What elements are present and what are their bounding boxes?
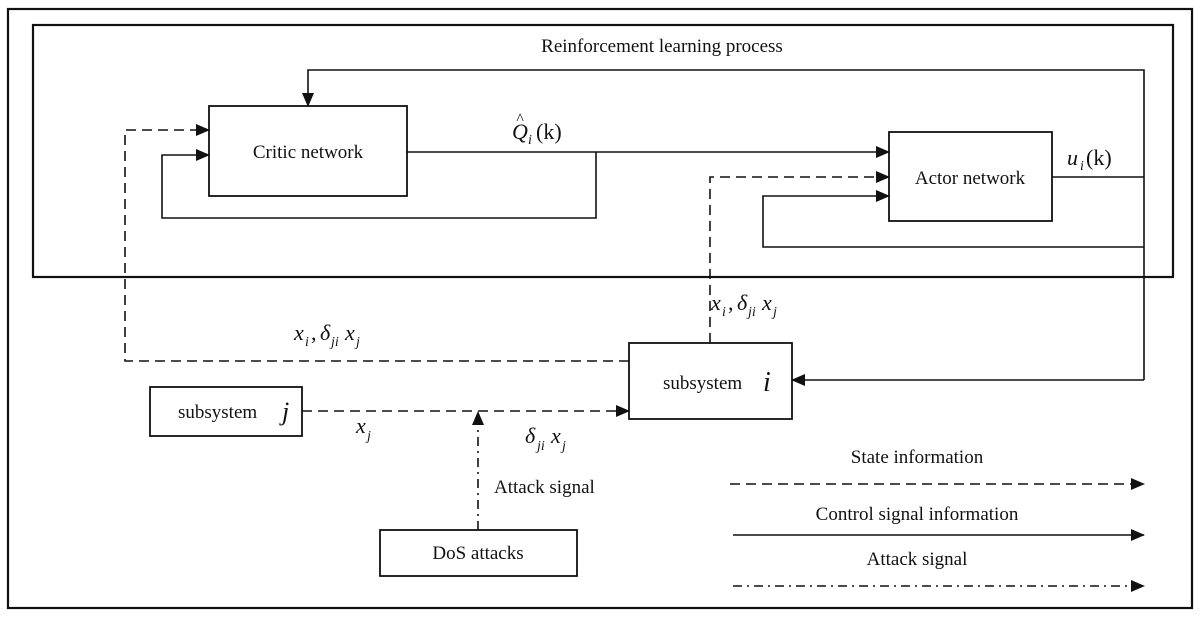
subsystem-j-label: subsystem j xyxy=(178,397,289,426)
svg-text:i: i xyxy=(528,133,532,148)
svg-text:subsystem: subsystem xyxy=(178,402,257,423)
svg-text:subsystem: subsystem xyxy=(663,373,742,394)
legend-label-attack: Attack signal xyxy=(867,549,968,570)
u-label: u i (k) xyxy=(1067,145,1112,174)
xj-label: x j xyxy=(355,413,371,444)
svg-text:(k): (k) xyxy=(1086,145,1112,170)
dos-attacks-label: DoS attacks xyxy=(432,543,523,564)
svg-text:ji: ji xyxy=(329,335,339,350)
critic-network-box xyxy=(208,105,408,197)
outer-frame xyxy=(6,7,1194,610)
subsystem-i-box xyxy=(628,342,793,420)
critic-network-label: Critic network xyxy=(253,142,364,163)
svg-text:^: ^ xyxy=(516,111,524,128)
svg-text:(k): (k) xyxy=(536,119,562,144)
state-to-critic-arrow xyxy=(124,124,629,362)
legend: State information Control signal informa… xyxy=(730,447,1145,592)
svg-text:j: j xyxy=(771,305,777,320)
svg-text:x: x xyxy=(761,290,772,315)
attack-signal-label: Attack signal xyxy=(494,477,595,498)
actor-state-label: x i , δ ji x j xyxy=(710,290,777,320)
legend-label-state: State information xyxy=(851,447,984,468)
svg-text:i: i xyxy=(1080,159,1084,174)
svg-text:,: , xyxy=(728,290,734,315)
svg-text:ji: ji xyxy=(535,439,545,454)
svg-text:ji: ji xyxy=(746,305,756,320)
actor-feedback-loop xyxy=(762,190,1144,248)
svg-text:,: , xyxy=(311,320,317,345)
svg-text:x: x xyxy=(344,320,355,345)
svg-text:j: j xyxy=(365,429,371,444)
svg-text:δ: δ xyxy=(737,290,748,315)
legend-label-control: Control signal information xyxy=(816,504,1019,525)
actor-network-label: Actor network xyxy=(915,168,1026,189)
svg-text:j: j xyxy=(560,439,566,454)
svg-text:i: i xyxy=(722,305,726,320)
state-to-actor-arrow xyxy=(709,171,890,343)
svg-text:x: x xyxy=(293,320,304,345)
svg-text:i: i xyxy=(305,335,309,350)
subsystem-i-label: subsystem i xyxy=(663,367,771,398)
critic-state-label: x i , δ ji x j xyxy=(293,320,360,350)
svg-text:x: x xyxy=(550,423,561,448)
dos-attacks-box xyxy=(379,529,578,577)
svg-text:x: x xyxy=(355,413,366,438)
critic-feedback-loop xyxy=(161,149,597,219)
delta-xj-label: δ ji x j xyxy=(525,423,566,454)
svg-text:j: j xyxy=(279,397,289,426)
q-hat-label: Q ^ i (k) xyxy=(512,111,562,148)
subsystem-j-box xyxy=(149,386,303,437)
svg-text:x: x xyxy=(710,290,721,315)
svg-text:j: j xyxy=(354,335,360,350)
svg-text:δ: δ xyxy=(320,320,331,345)
control-to-critic-arrow xyxy=(302,69,1145,380)
rl-process-title: Reinforcement learning process xyxy=(541,36,783,57)
rl-process-frame xyxy=(31,23,1175,279)
svg-text:i: i xyxy=(763,367,771,398)
svg-text:δ: δ xyxy=(525,423,536,448)
svg-text:Q: Q xyxy=(512,119,528,144)
svg-text:u: u xyxy=(1067,145,1078,170)
